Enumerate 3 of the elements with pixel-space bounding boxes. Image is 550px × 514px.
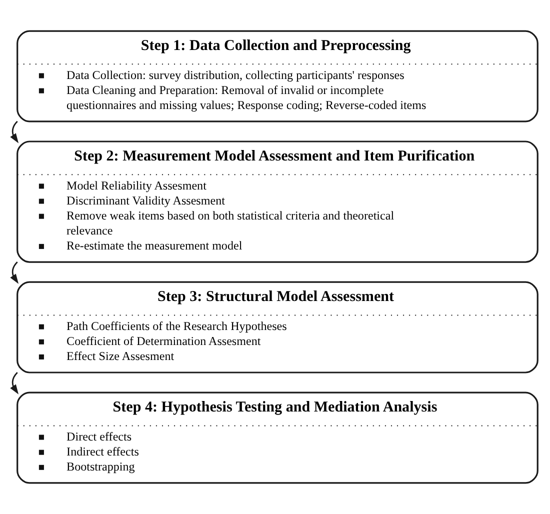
arrow — [10, 372, 19, 394]
arrow — [10, 120, 19, 144]
arrow — [10, 262, 19, 284]
